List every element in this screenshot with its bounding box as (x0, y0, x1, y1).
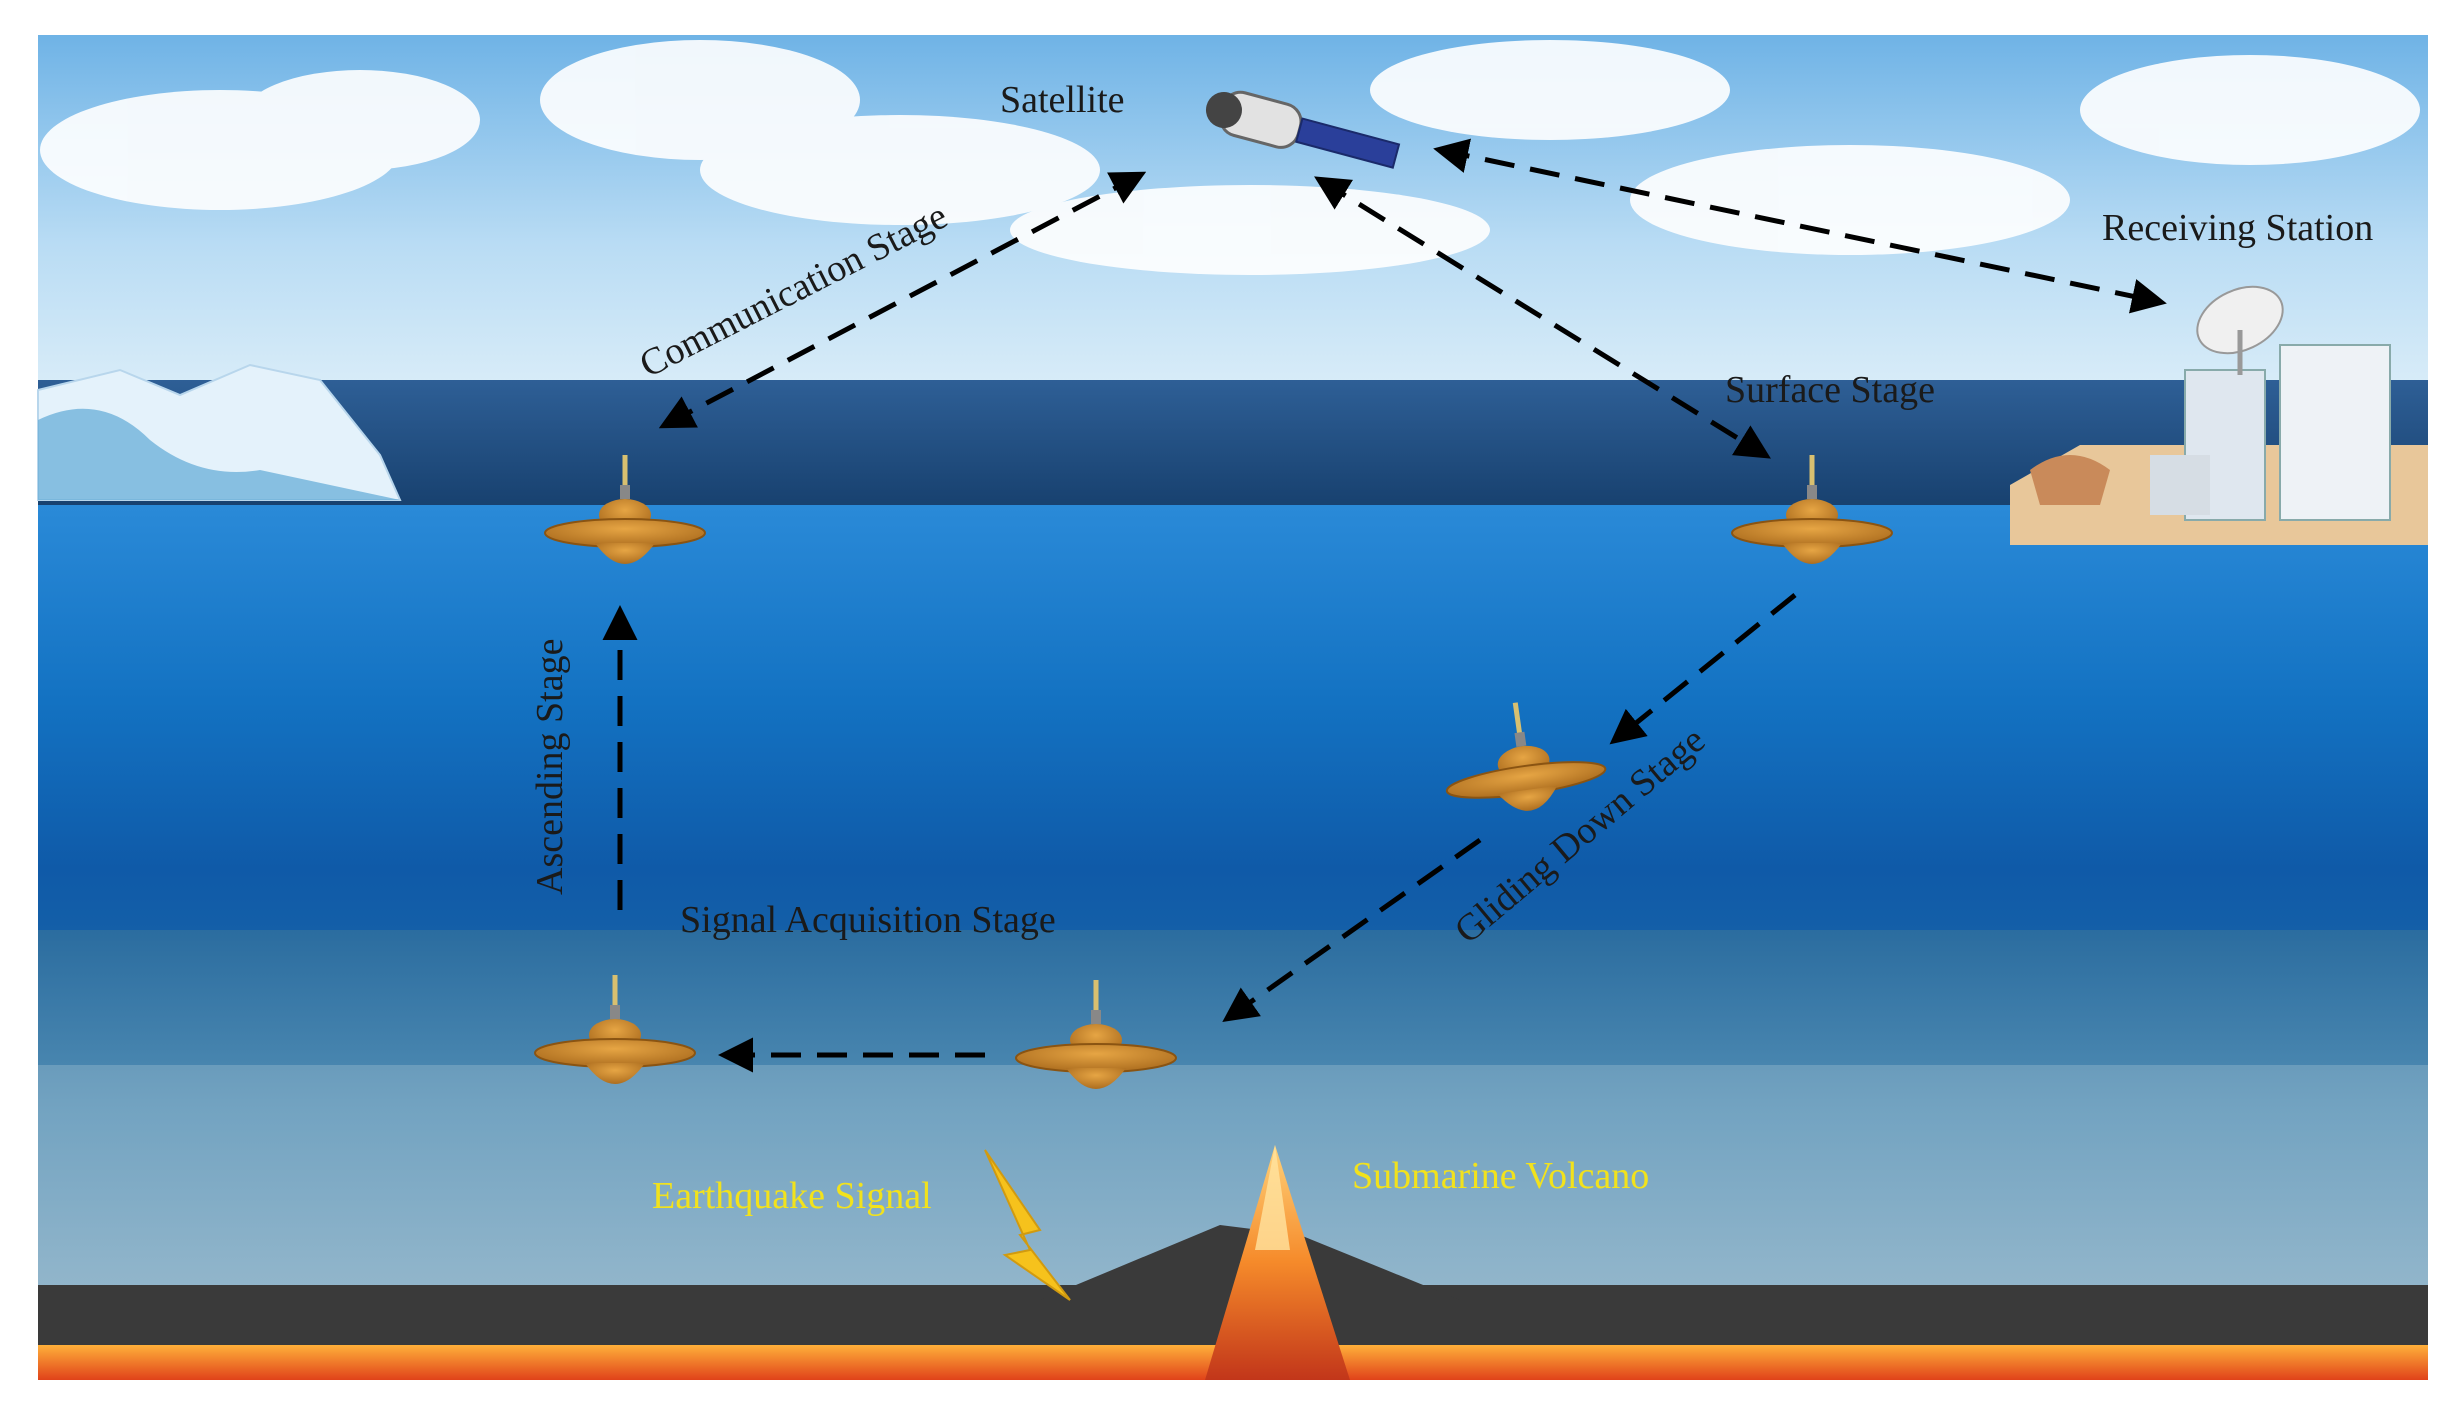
flow-arrows (602, 138, 2167, 1073)
arrow-satellite-to-station (1433, 138, 2167, 314)
receiving-station-icon (2010, 285, 2428, 545)
arrow-glide-1 (1609, 593, 1797, 745)
surface-stage-label: Surface Stage (1725, 369, 1935, 411)
iceberg-icon (37, 363, 402, 501)
earthquake-signal-label: Earthquake Signal (652, 1175, 932, 1217)
arrow-glide-2 (1222, 837, 1482, 1023)
ascending-stage-label: Ascending Stage (529, 639, 571, 895)
submarine-volcano-label: Submarine Volcano (1352, 1155, 1649, 1197)
arrow-satellite-to-surface (1314, 176, 1771, 459)
volcano-icon (1205, 1145, 1350, 1380)
lightning-icon (984, 1149, 1071, 1301)
signal-acquisition-stage-label: Signal Acquisition Stage (680, 899, 1056, 941)
receiving-station-label: Receiving Station (2102, 207, 2373, 249)
satellite-label: Satellite (1000, 79, 1125, 121)
satellite-icon (1205, 90, 1401, 169)
